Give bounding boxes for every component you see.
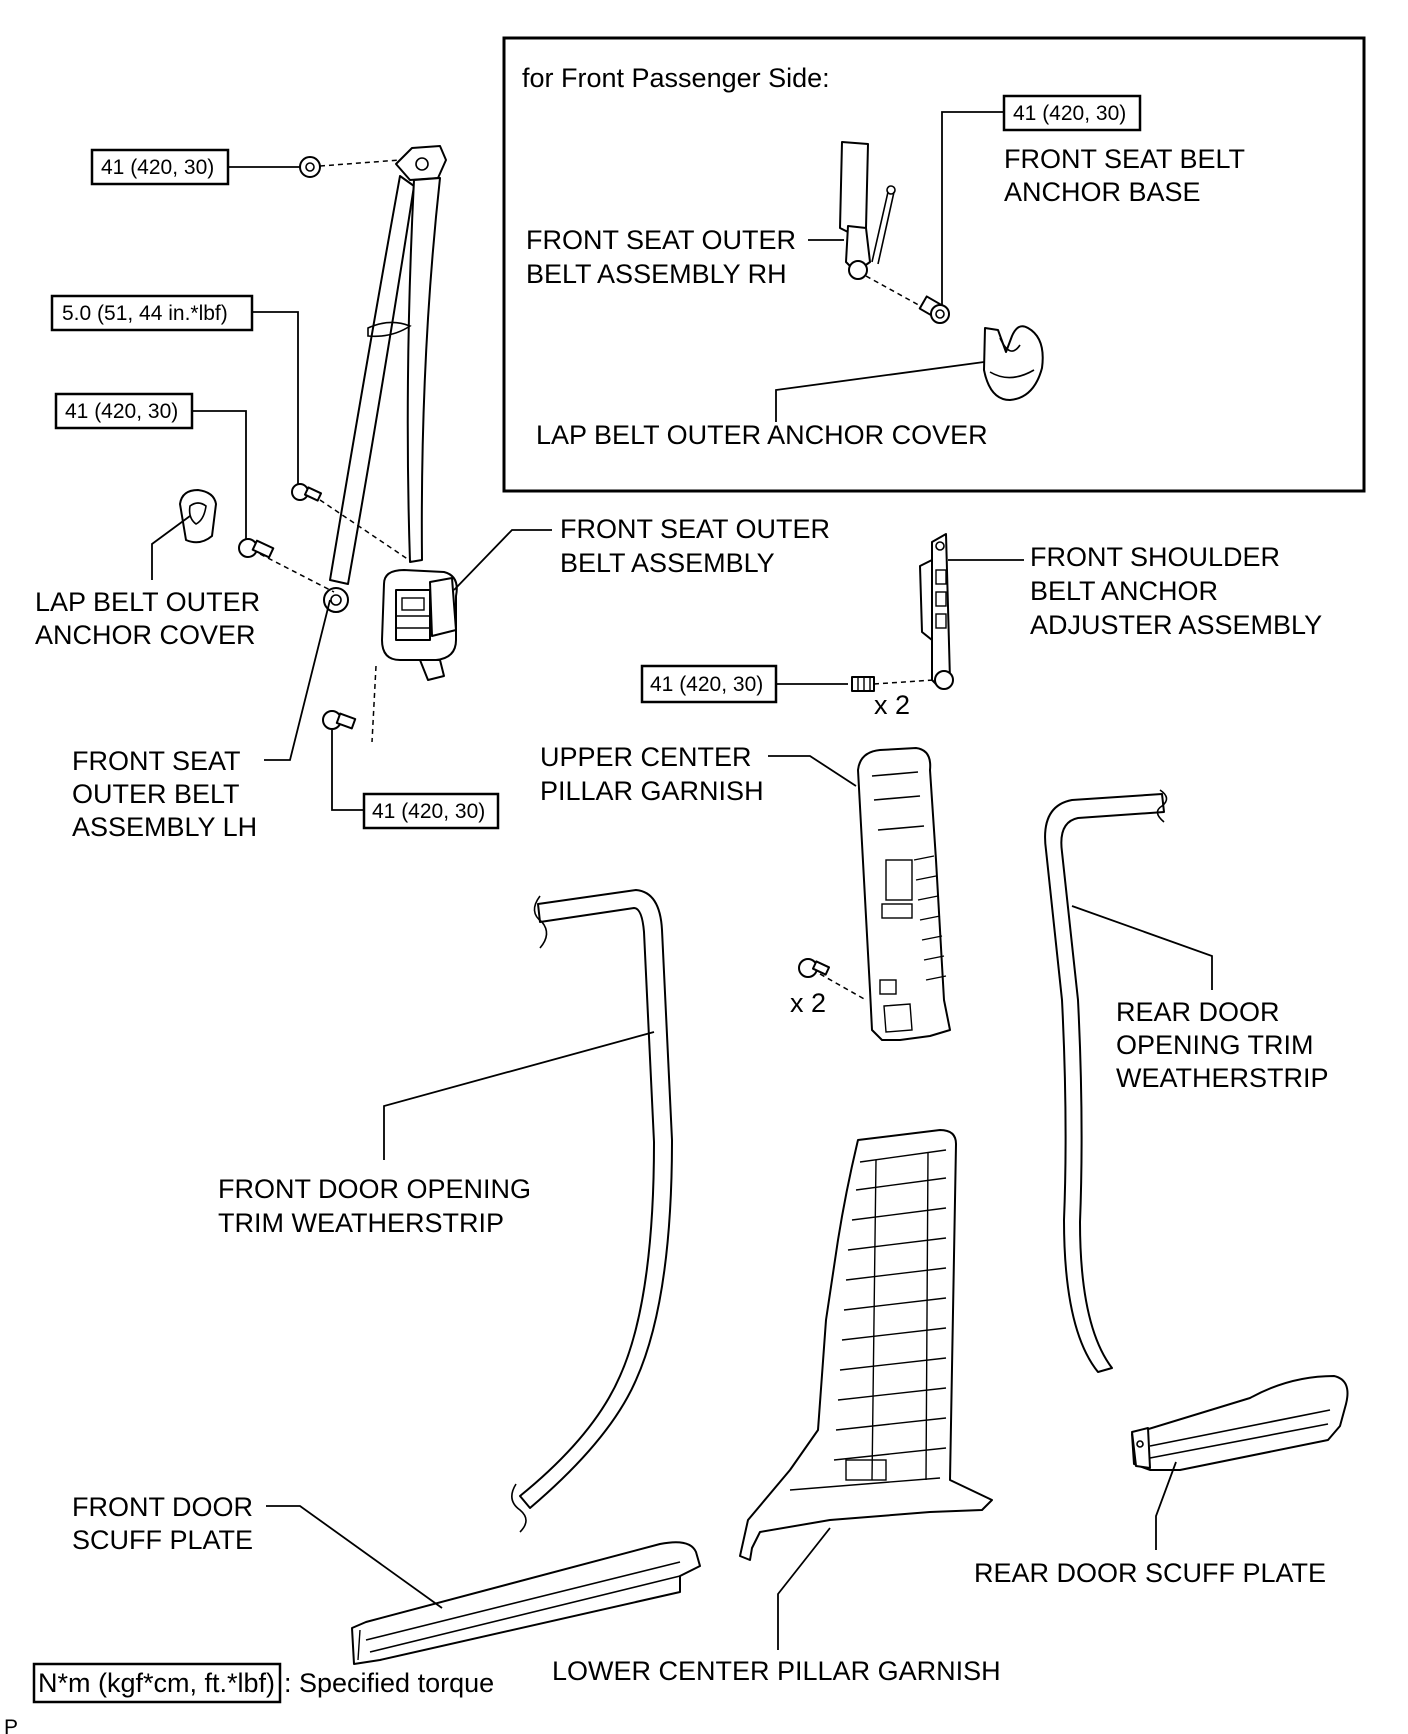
inset-frame	[502, 36, 1366, 493]
lower-pillar-label: LOWER CENTER PILLAR GARNISH	[552, 1656, 1001, 1686]
torque-value-4: 41 (420, 30)	[650, 673, 763, 696]
inset-torque-box	[1002, 94, 1142, 132]
front-scuff-leader	[266, 1505, 443, 1609]
lower-pillar-leader	[777, 1527, 831, 1650]
lower-bolt-dashline	[259, 553, 335, 593]
inset-lap-cover-leader	[775, 361, 985, 422]
shoulder-adjuster-line2: BELT ANCHOR	[1030, 576, 1218, 606]
front-weatherstrip-drawing	[511, 889, 673, 1533]
bolt-icon-3	[238, 538, 275, 559]
inset-belt-rh-line2: BELT ASSEMBLY RH	[526, 259, 787, 289]
belt-assembly-leader	[453, 529, 552, 591]
lap-cover-line2: ANCHOR COVER	[35, 620, 256, 650]
front-weatherstrip-line1: FRONT DOOR OPENING	[218, 1174, 531, 1204]
torque-callout-2: 5.0 (51, 44 in.*lbf)	[50, 294, 323, 502]
torque-legend: N*m (kgf*cm, ft.*lbf) : Specified torque	[32, 1662, 494, 1704]
rear-weatherstrip-line3: WEATHERSTRIP	[1116, 1063, 1329, 1093]
inset-panel: for Front Passenger Side: 41 (420, 30) F…	[502, 36, 1366, 493]
inset-belt-rh-line1: FRONT SEAT OUTER	[526, 225, 796, 255]
belt-lh-line2: OUTER BELT	[72, 779, 240, 809]
torque-box-4	[640, 664, 778, 704]
front-scuff-line2: SCUFF PLATE	[72, 1525, 253, 1555]
torque-box-2	[50, 294, 254, 332]
pillar-clip-dashline	[819, 973, 867, 1001]
inset-torque-leader	[941, 111, 1004, 310]
torque-callout-1: 41 (420, 30)	[90, 148, 401, 186]
pillar-clip-icon	[798, 958, 831, 978]
belt-assembly-line2: BELT ASSEMBLY	[560, 548, 775, 578]
shoulder-adjuster-drawing	[919, 533, 1024, 690]
torque-value-2: 5.0 (51, 44 in.*lbf)	[62, 302, 228, 325]
rear-scuff-leader	[1155, 1461, 1177, 1550]
bolt-icon-4	[851, 676, 875, 692]
bolt-icon-2	[291, 483, 323, 502]
upper-pillar-line2: PILLAR GARNISH	[540, 776, 764, 806]
inset-anchor-base-line1: FRONT SEAT BELT	[1004, 144, 1245, 174]
belt-bolt-dashline	[319, 499, 413, 563]
torque-callout-3: 41 (420, 30)	[54, 392, 275, 559]
inset-anchor-bolt-icon	[918, 295, 950, 324]
rear-weatherstrip-leader	[1071, 905, 1213, 990]
lap-cover-leader	[151, 515, 191, 580]
rear-weatherstrip-line1: REAR DOOR	[1116, 997, 1280, 1027]
torque-leader-3	[192, 410, 247, 540]
legend-unit-box	[32, 1662, 282, 1704]
torque-value-5: 41 (420, 30)	[372, 800, 485, 823]
rear-weatherstrip-drawing	[1044, 789, 1168, 1373]
torque-callout-5: 41 (420, 30)	[322, 710, 500, 830]
shoulder-adjuster-line3: ADJUSTER ASSEMBLY	[1030, 610, 1322, 640]
nut-icon	[299, 156, 321, 178]
rear-weatherstrip-line2: OPENING TRIM	[1116, 1030, 1314, 1060]
lap-cover-drawing	[179, 489, 217, 544]
quantity-x2-pillar: x 2	[790, 988, 826, 1018]
belt-lh-line3: ASSEMBLY LH	[72, 812, 257, 842]
retractor-bolt-dashline	[371, 665, 377, 743]
belt-lh-leader	[264, 599, 331, 761]
bolt-icon-5	[322, 710, 357, 730]
front-weatherstrip-leader	[383, 1031, 655, 1160]
lower-pillar-drawing	[739, 1129, 993, 1561]
inset-anchor-base-line2: ANCHOR BASE	[1004, 177, 1201, 207]
belt-lh-line1: FRONT SEAT	[72, 746, 241, 776]
torque-leader-2	[252, 311, 299, 484]
inset-bolt-dashline	[865, 275, 925, 309]
inset-torque-value: 41 (420, 30)	[1013, 102, 1126, 125]
corner-mark: P	[4, 1716, 18, 1734]
torque-box-5	[362, 792, 500, 830]
lap-cover-line1: LAP BELT OUTER	[35, 587, 260, 617]
rear-scuff-drawing	[1131, 1375, 1349, 1471]
front-scuff-line1: FRONT DOOR	[72, 1492, 253, 1522]
torque-value-1: 41 (420, 30)	[101, 156, 214, 179]
torque-callout-4: 41 (420, 30) x 2	[640, 664, 935, 720]
front-weatherstrip-line2: TRIM WEATHERSTRIP	[218, 1208, 504, 1238]
legend-unit: N*m (kgf*cm, ft.*lbf)	[38, 1668, 275, 1698]
inset-title: for Front Passenger Side:	[522, 63, 830, 93]
upper-pillar-leader	[768, 755, 857, 787]
upper-pillar-line1: UPPER CENTER	[540, 742, 752, 772]
inset-lap-cover-label: LAP BELT OUTER ANCHOR COVER	[536, 420, 988, 450]
belt-assembly-rh-drawing	[839, 141, 896, 280]
shoulder-adjuster-line1: FRONT SHOULDER	[1030, 542, 1280, 572]
upper-pillar-drawing	[857, 747, 951, 1041]
quantity-x2-adjuster: x 2	[874, 690, 910, 720]
torque-leader-5	[331, 730, 364, 811]
front-scuff-drawing	[351, 1541, 701, 1665]
torque-value-3: 41 (420, 30)	[65, 400, 178, 423]
inset-lap-cover-drawing	[983, 325, 1044, 401]
belt-assembly-lh-drawing	[323, 145, 458, 681]
rear-scuff-label: REAR DOOR SCUFF PLATE	[974, 1558, 1326, 1588]
belt-assembly-line1: FRONT SEAT OUTER	[560, 514, 830, 544]
legend-text: : Specified torque	[284, 1668, 494, 1698]
